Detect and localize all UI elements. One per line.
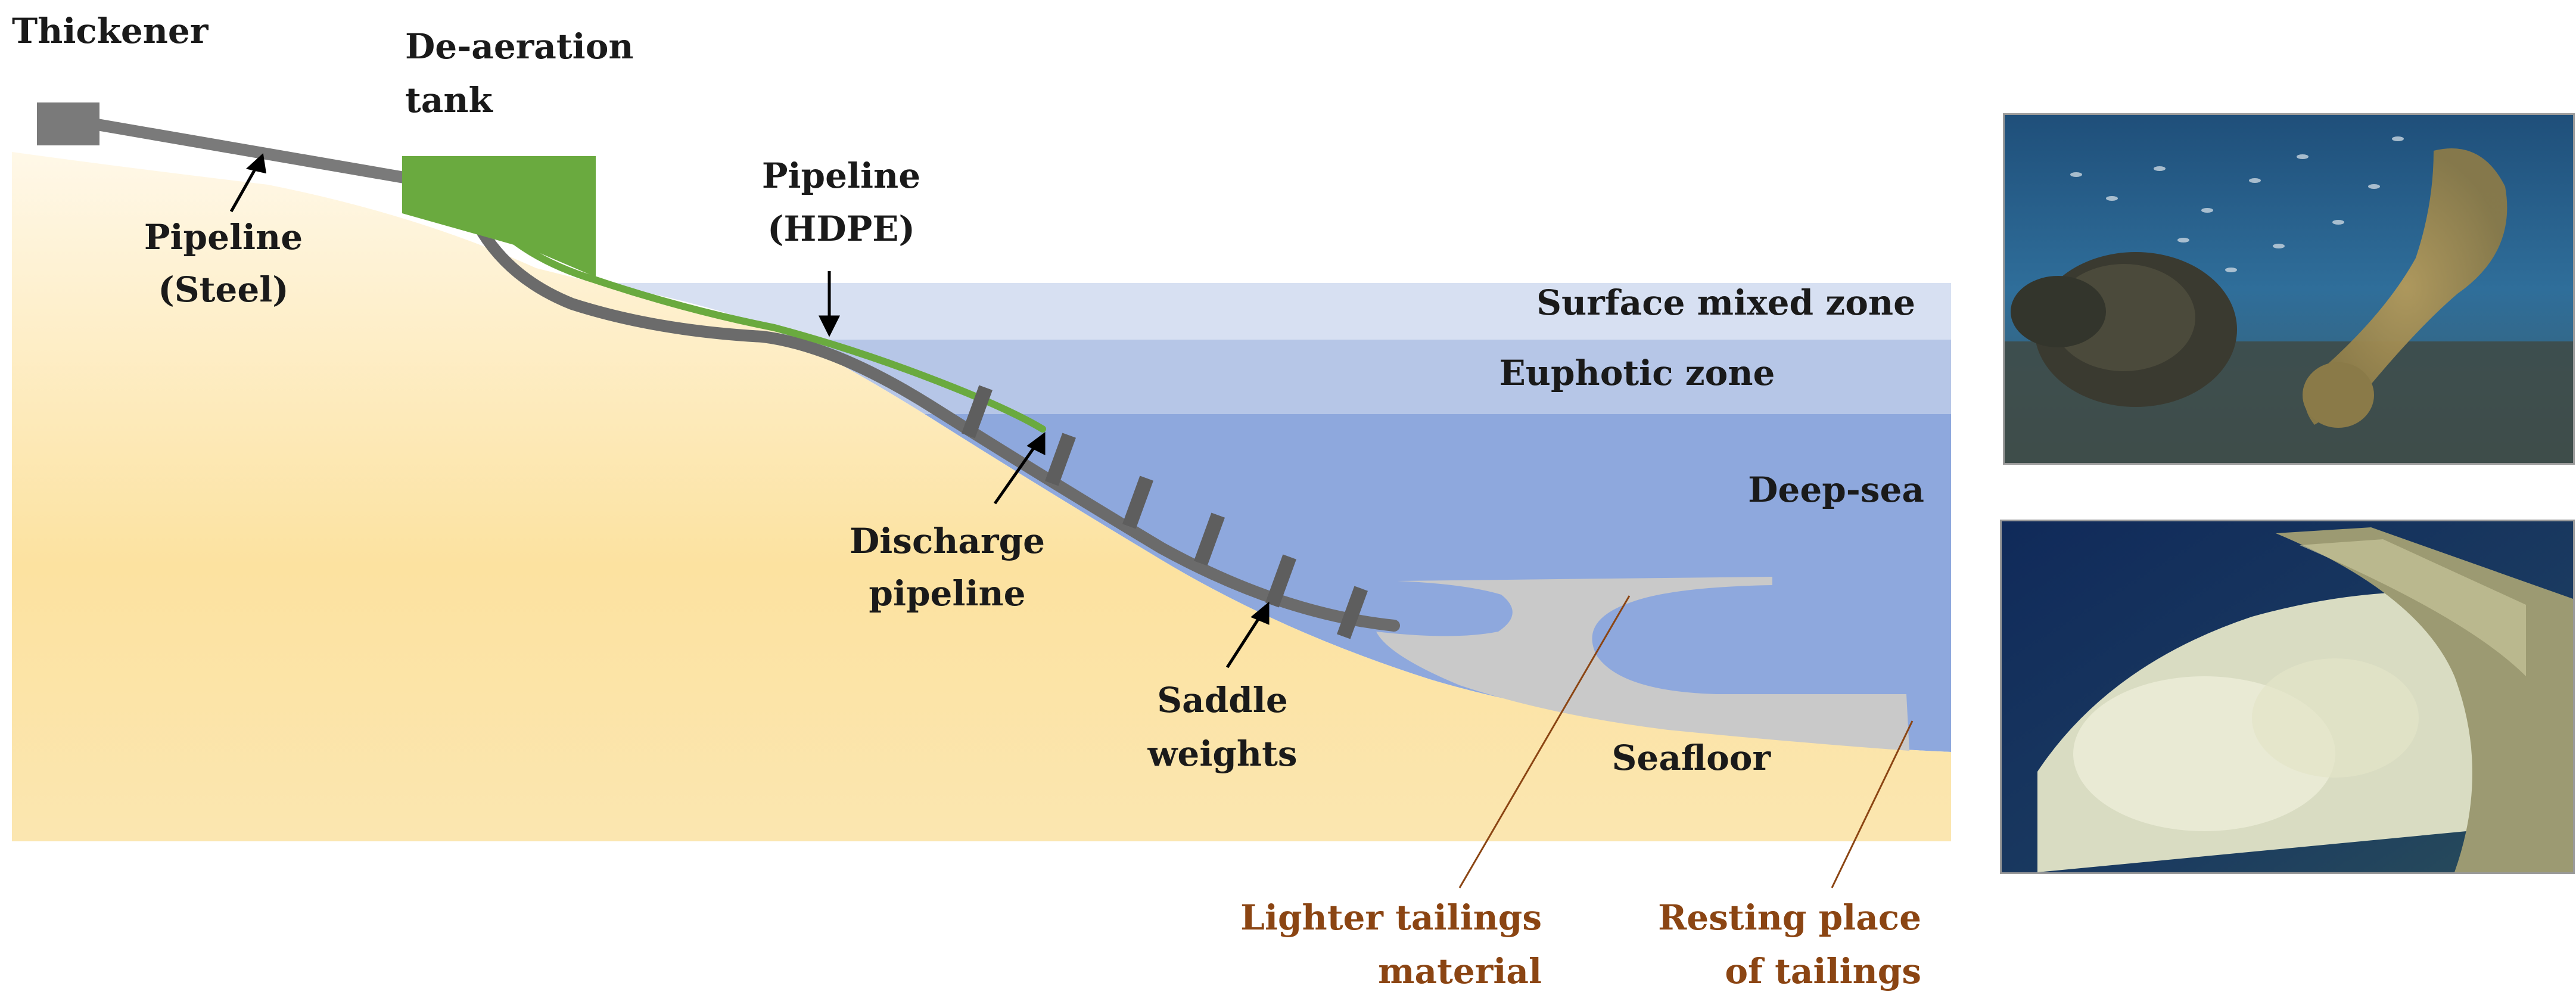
annotation-arrows bbox=[229, 153, 1270, 669]
label-saddle-1: Saddle bbox=[1157, 680, 1288, 720]
saddle-weight bbox=[1194, 512, 1225, 566]
saddle-weight bbox=[1265, 554, 1296, 608]
photo-tailings-drawing bbox=[2002, 521, 2573, 872]
tailings-plume bbox=[1376, 577, 1909, 751]
lighter-tailings-leader bbox=[1458, 595, 1631, 888]
photo-underwater-outfall bbox=[2003, 113, 2575, 465]
label-resting-1: Resting place bbox=[1658, 897, 1921, 938]
pipeline-hdpe bbox=[477, 226, 1400, 632]
saddle-weight bbox=[1337, 586, 1368, 639]
label-resting-2: of tailings bbox=[1725, 951, 1921, 991]
discharge-arrow-head bbox=[1026, 432, 1046, 456]
land-seafloor bbox=[12, 152, 1951, 841]
label-deaeration-1: De-aeration bbox=[405, 26, 634, 67]
photo-seafloor-tailings bbox=[2000, 520, 2575, 874]
saddle-weight bbox=[1045, 433, 1076, 486]
saddle-arrow-shaft bbox=[1225, 613, 1264, 669]
label-pipeline-hdpe-1: Pipeline bbox=[762, 156, 920, 196]
label-discharge-2: pipeline bbox=[869, 573, 1025, 614]
label-deaeration-2: tank bbox=[405, 80, 494, 120]
leader-lines bbox=[1458, 595, 1914, 888]
photo-outfall-drawing bbox=[2005, 115, 2573, 463]
label-pipeline-steel-1: Pipeline bbox=[144, 217, 303, 257]
label-deep-sea: Deep-sea bbox=[1748, 470, 1924, 510]
pipeline-steel bbox=[77, 116, 417, 185]
label-seafloor: Seafloor bbox=[1612, 738, 1772, 778]
pipeline-hdpe-green-lining bbox=[497, 226, 1046, 433]
label-saddle-2: weights bbox=[1147, 733, 1297, 774]
label-discharge-1: Discharge bbox=[850, 521, 1045, 561]
label-euphotic-zone: Euphotic zone bbox=[1499, 353, 1775, 393]
surface-mixed-zone-band bbox=[596, 283, 1951, 340]
discharge-arrow-shaft bbox=[993, 443, 1038, 505]
label-lighter-1: Lighter tailings bbox=[1240, 897, 1542, 938]
resting-place-leader bbox=[1831, 720, 1914, 888]
saddle-weights-group bbox=[962, 385, 1368, 639]
saddle-weight bbox=[1122, 475, 1153, 529]
saddle-weight bbox=[962, 385, 993, 439]
steel-arrow-head bbox=[245, 153, 267, 174]
label-lighter-2: material bbox=[1378, 951, 1542, 991]
saddle-arrow-head bbox=[1250, 601, 1270, 625]
label-pipeline-hdpe-2: (HDPE) bbox=[767, 209, 915, 249]
label-pipeline-steel-2: (Steel) bbox=[158, 269, 288, 310]
label-thickener: Thickener bbox=[12, 11, 209, 51]
hdpe-arrow-head bbox=[818, 315, 841, 337]
thickener-block bbox=[37, 102, 99, 145]
deaeration-tank bbox=[402, 156, 596, 277]
label-surface-mixed-zone: Surface mixed zone bbox=[1536, 282, 1915, 323]
